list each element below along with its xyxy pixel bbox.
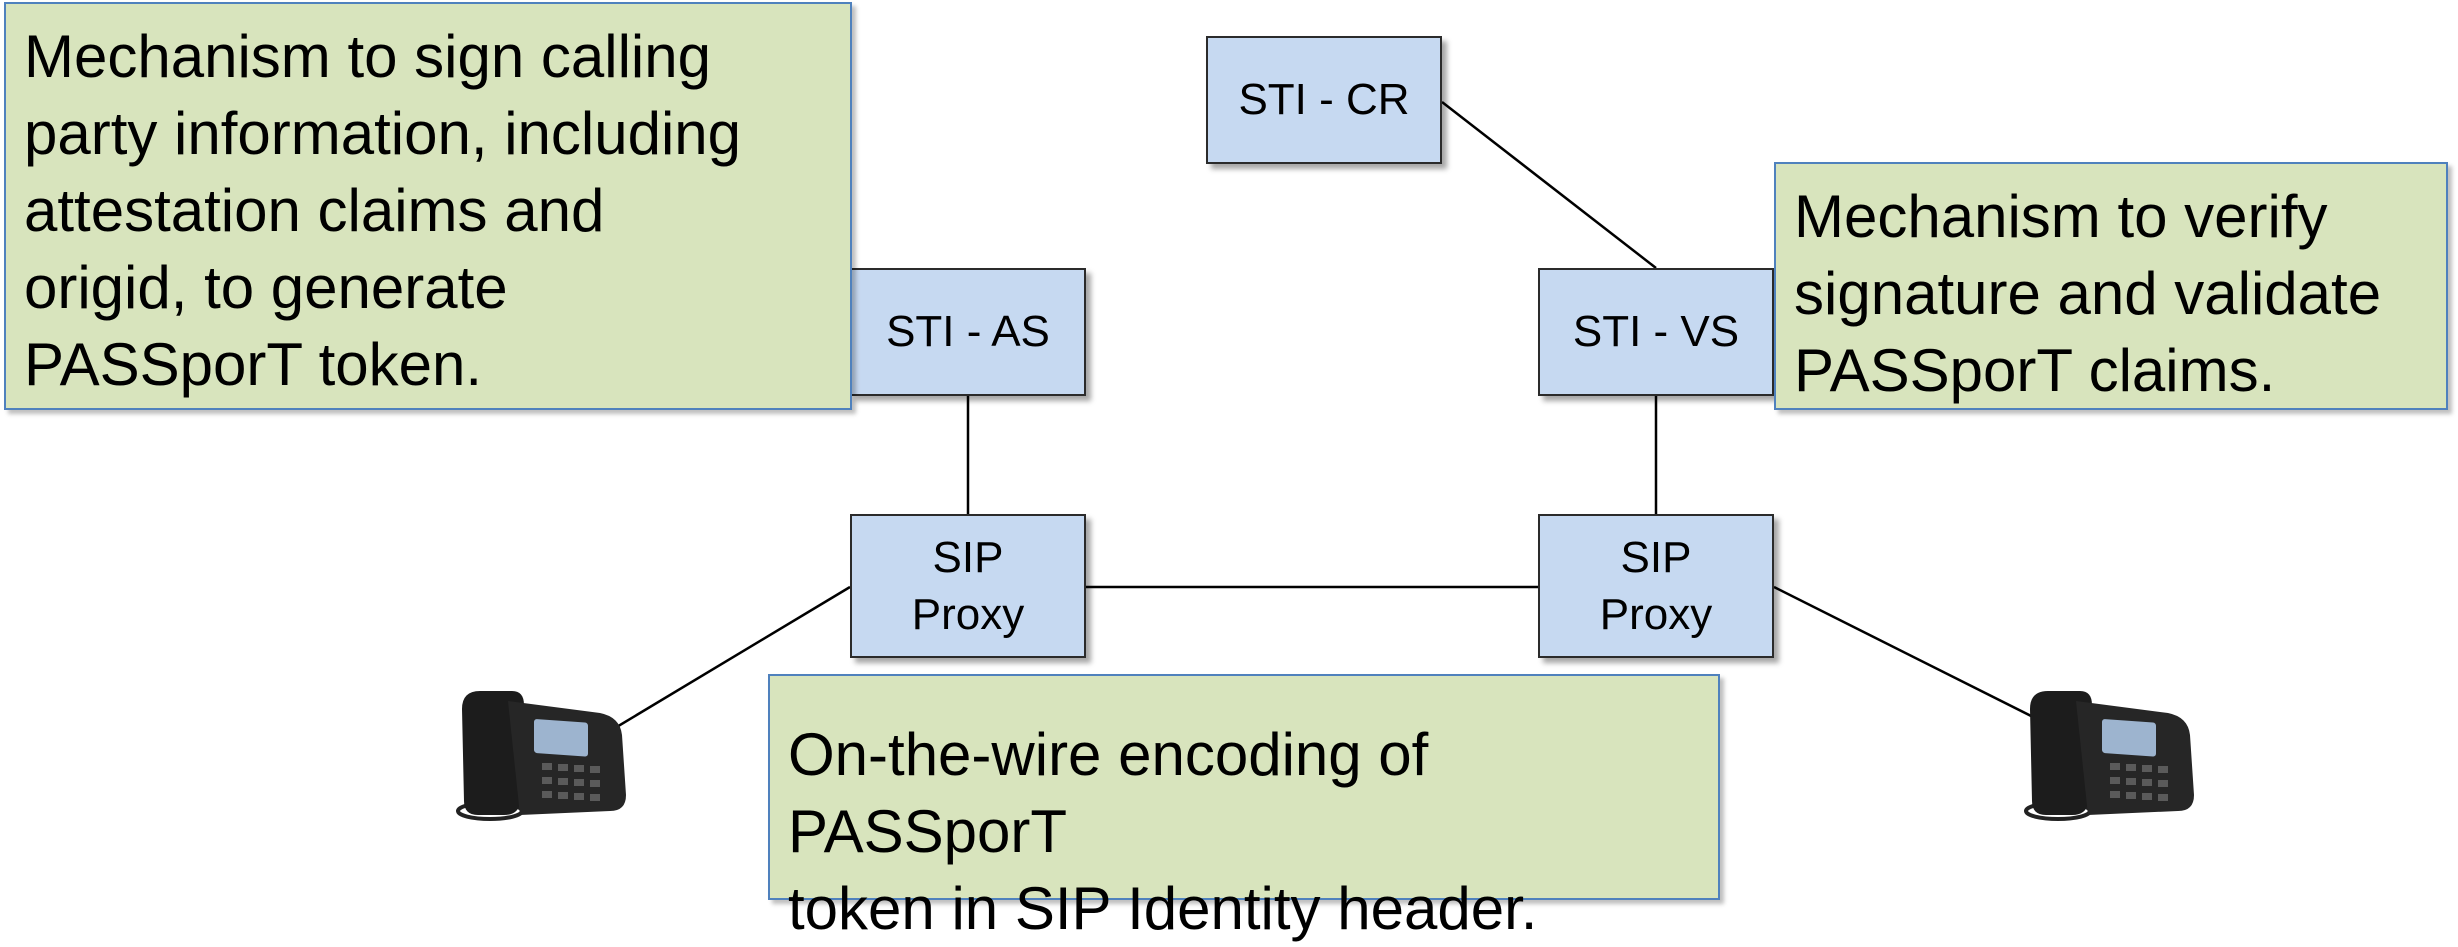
line-sti-cr-to-sti-vs [1441,101,1657,269]
sti-as-label: STI - AS [886,307,1050,357]
sip-proxy-left-label: SIP Proxy [911,532,1025,639]
sti-as-box: STI - AS [850,268,1086,396]
sign-mechanism-note: Mechanism to sign calling party informat… [4,2,852,410]
sti-cr-label: STI - CR [1238,75,1410,125]
sip-proxy-left-box: SIP Proxy [850,514,1086,658]
encoding-note: On-the-wire encoding of PASSporT token i… [768,674,1720,942]
sti-cr-box: STI - CR [1206,36,1442,164]
verify-mechanism-note: Mechanism to verify signature and valida… [1774,162,2448,410]
sti-vs-box: STI - VS [1538,268,1774,396]
line-left-phone-to-sip-proxy-left [599,585,851,739]
line-sip-proxy-right-to-right-phone [1773,585,2056,730]
sip-proxy-right-box: SIP Proxy [1538,514,1774,658]
sti-vs-label: STI - VS [1572,307,1740,357]
connection-lines [599,101,2056,739]
right-phone-icon [2024,691,2194,821]
sip-proxy-right-label: SIP Proxy [1599,532,1713,639]
left-phone-icon [456,691,626,821]
